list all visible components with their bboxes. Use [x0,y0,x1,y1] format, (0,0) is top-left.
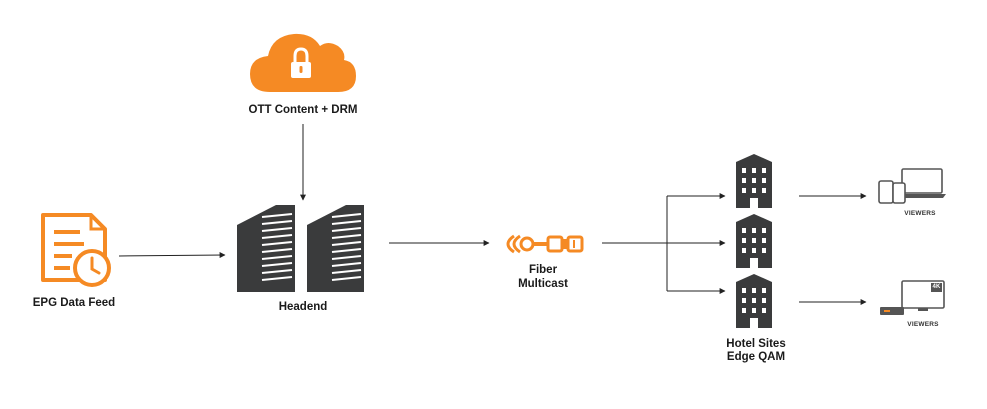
cloud-lock-icon [250,33,356,92]
tv-settopbox-icon [880,280,945,315]
building-icon [736,214,772,268]
building-icon [736,274,772,328]
devices-icon [878,168,946,204]
connectors [118,124,867,305]
building-icon [736,154,772,208]
viewers-bottom-label: VIEWERS [907,321,939,328]
hotel-label-line2: Edge QAM [726,351,786,363]
document-clock-icon [41,213,111,287]
epg-label: EPG Data Feed [32,297,116,309]
4k-badge: 4K [932,284,941,290]
ott-label: OTT Content + DRM [248,104,358,116]
fiber-cable-icon [506,234,584,254]
arrow-epg-to-headend [118,252,226,259]
hotel-label-line1: Hotel Sites [726,338,786,350]
viewers-top-label: VIEWERS [904,210,936,217]
fiber-label-line1: Fiber [528,264,558,276]
fiber-label-line2: Multicast [518,278,568,290]
server-towers-icon [237,205,364,292]
headend-label: Headend [278,301,328,313]
